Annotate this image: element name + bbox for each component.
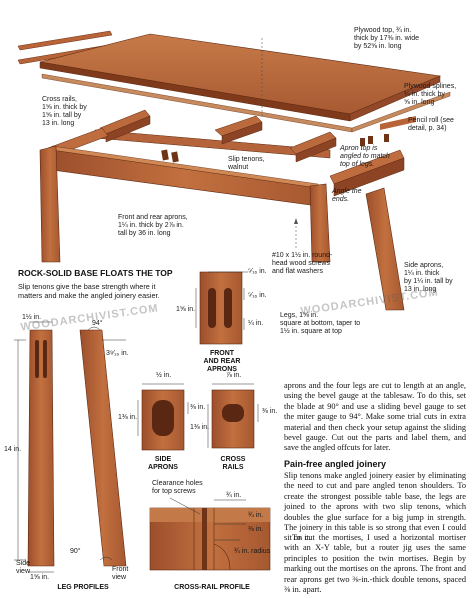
section-title: ROCK-SOLID BASE FLOATS THE TOP [18,268,173,278]
plywood-top [39,33,442,122]
article-paragraph-2: Slip tenons make angled joinery easier b… [284,471,466,543]
caption-cross-rail-profile: CROSS-RAIL PROFILE [174,584,250,591]
side-apron-block [141,389,185,451]
dim-side-2: ⅜ in. [190,404,206,411]
label-front-view: Front view [112,566,129,581]
label-apron-top: Apron top is angled to match top of legs… [340,145,390,168]
label-side-aprons: Side aprons, 1¼ in. thick by 1¼ in. tall… [404,262,453,293]
dim-crossprofile-3: ⅜ in. [248,526,264,533]
article-paragraph-1: aprons and the four legs are cut to leng… [284,381,466,453]
dim-leg-right-width: 3⁹⁄₁₆ in. [106,350,129,357]
caption-leg-profiles: LEG PROFILES [57,584,109,591]
article-heading: Pain-free angled joinery [284,459,387,469]
base-frame [39,109,405,311]
label-plywood-splines: Plywood splines, ¼ in. thick by ⅝ in. lo… [404,83,457,106]
dim-leg-bottom-width: 1⅝ in. [30,574,50,581]
leg-dimension-lines [14,321,126,573]
dim-frontrear-3: 1⅝ in. [176,306,196,313]
side-apron-dim-lines [137,383,189,436]
article-paragraph-3: To cut the mortises, I used a horizontal… [284,533,466,595]
label-plywood-top: Plywood top, ¾ in. thick by 17⅜ in. wide… [354,27,419,50]
front-rear-apron-block [199,271,243,345]
label-screws: #10 x 1½ in. round- head wood screws and… [272,252,333,275]
label-cross-rails: Cross rails, 1⅝ in. thick by 1⅝ in. tall… [42,96,87,127]
section-subtitle: Slip tenons give the base strength where… [18,282,160,300]
dim-frontrear-4: ¼ in. [248,320,264,327]
label-pencil-roll: Pencil roll (see detail, p. 34) [408,117,454,132]
dim-crossprofile-2: ¾ in. [248,512,264,519]
label-angle-ends: Angle the ends. [332,188,362,203]
dim-leg-angle-bottom: 90° [70,548,81,555]
dim-frontrear-1: ⁵⁄₁₆ in. [248,268,267,275]
label-legs: Legs, 1⅝ in. square at bottom, taper to … [280,312,361,335]
leg-profile-front [79,329,127,567]
dim-side-1: ½ in. [156,372,172,379]
caption-side-aprons: SIDE APRONS [148,456,178,471]
dim-crossprofile-1: ¾ in. [226,492,242,499]
dim-leg-top-width: 1½ in. [22,314,42,321]
pencil-roll [41,73,451,133]
dim-side-3: 1⅜ in. [118,414,138,421]
label-slip-tenons: Slip tenons, walnut [228,156,265,171]
dim-crossrail-1: ⅞ in. [226,372,242,379]
label-front-rear-aprons: Front and rear aprons, 1¼ in. thick by 2… [118,214,188,237]
label-clearance-holes: Clearance holes for top screws [152,480,203,495]
cross-rail-profile-dim-lines [169,497,246,541]
cross-rail-profile-drawing [149,507,271,571]
caption-cross-rails: CROSS RAILS [220,456,246,471]
dim-crossprofile-radius: ¾ in. radius [234,548,271,555]
dim-crossrail-2: ⅜ in. [262,408,278,415]
front-rear-dim-lines [195,271,248,330]
cross-rail-dim-lines [207,383,259,448]
spline-pieces-right [380,116,416,130]
dim-leg-angle-top: 94° [92,320,103,327]
dim-leg-height: 14 in. [4,446,22,453]
leg-profile-side [27,329,55,567]
dim-frontrear-2: ⁵⁄₁₆ in. [248,292,267,299]
screw-icon [294,218,298,224]
dim-crossrail-3: 1⅜ in. [190,424,210,431]
caption-front-rear-aprons: FRONT AND REAR APRONS [203,350,241,373]
label-side-view: Side view [16,560,31,575]
cross-rail-block [211,389,255,449]
